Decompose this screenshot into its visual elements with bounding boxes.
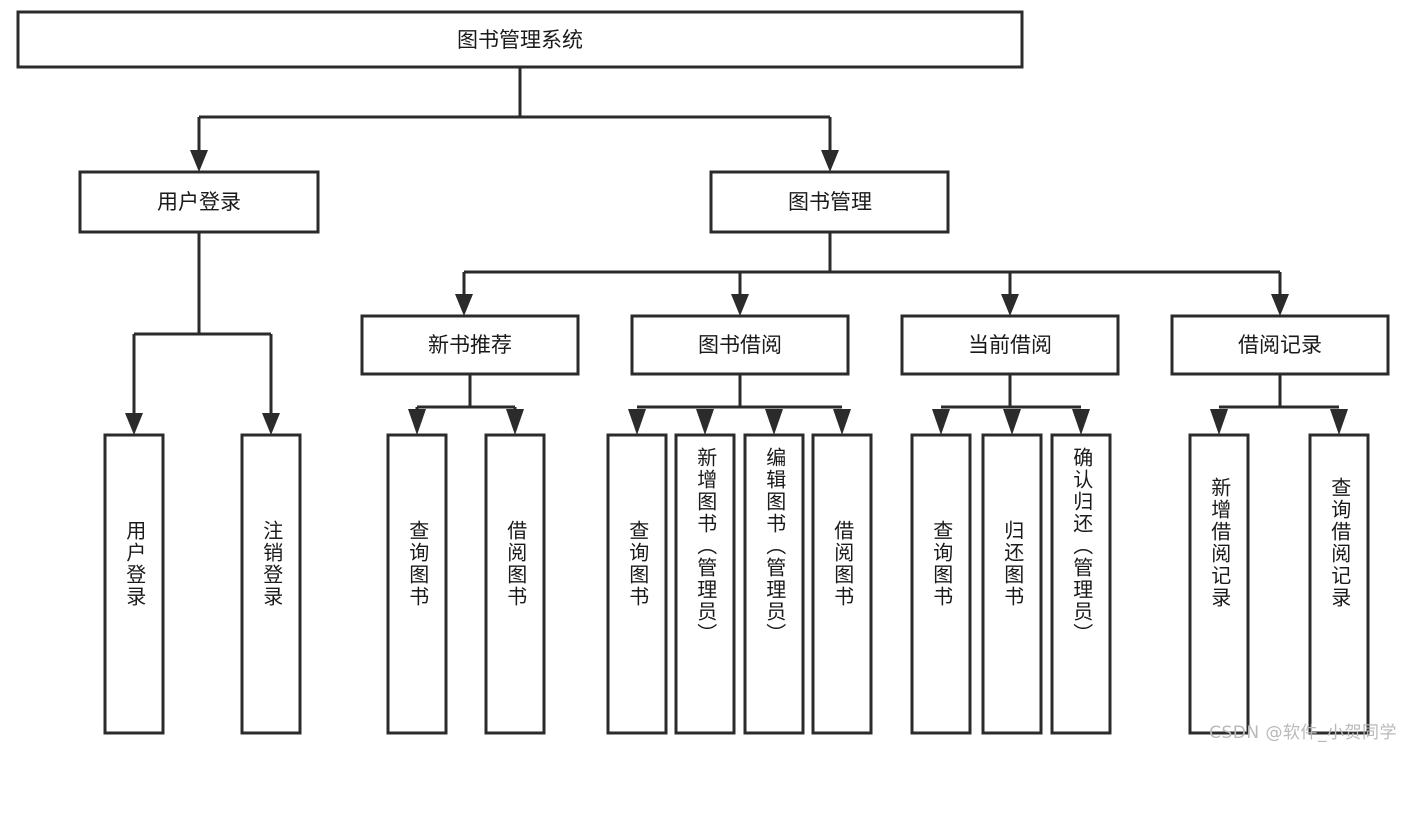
node-book-borrow-label: 图书借阅 — [698, 333, 782, 357]
node-borrow-record[interactable]: 借阅记录 — [1170, 314, 1390, 376]
arrowhead-borrow-record — [1271, 294, 1289, 316]
leaf-boxes — [103, 433, 1370, 735]
connector-group-current-borrow — [932, 374, 1090, 435]
connector-group-book-borrow — [628, 374, 851, 435]
node-root[interactable]: 图书管理系统 — [16, 10, 1024, 69]
arrowhead-leaf-query-book-3 — [932, 409, 950, 435]
leaf-box-borrow-book-1[interactable] — [484, 433, 546, 735]
node-user-login[interactable]: 用户登录 — [78, 170, 320, 234]
node-borrow-record-box[interactable] — [1170, 314, 1390, 376]
connector-group-book-management — [455, 232, 1289, 316]
node-user-login-label: 用户登录 — [157, 190, 241, 214]
node-current-borrow-box[interactable] — [900, 314, 1120, 376]
node-new-book-recommend-box[interactable] — [360, 314, 580, 376]
arrowhead-leaf-return-book — [1003, 409, 1021, 435]
node-book-management-label: 图书管理 — [788, 190, 872, 214]
node-book-borrow-box[interactable] — [630, 314, 850, 376]
leaf-box-query-book-2[interactable] — [606, 433, 668, 735]
arrowhead-new-book-recommend — [455, 294, 473, 316]
arrowhead-leaf-query-book-2 — [628, 409, 646, 435]
arrowhead-leaf-add-book-admin — [696, 409, 714, 435]
arrowhead-leaf-query-borrow-record — [1330, 409, 1348, 435]
node-book-management-box[interactable] — [709, 170, 950, 234]
connector-group-user-login — [125, 232, 280, 435]
leaf-box-return-book[interactable] — [981, 433, 1043, 735]
node-current-borrow-label: 当前借阅 — [968, 333, 1052, 357]
arrowhead-book-management — [821, 150, 839, 172]
arrowhead-book-borrow — [731, 294, 749, 316]
leaf-box-borrow-book-2[interactable] — [811, 433, 873, 735]
arrowhead-leaf-confirm-return-admin — [1072, 409, 1090, 435]
leaf-box-query-book-3[interactable] — [910, 433, 972, 735]
node-user-login-box[interactable] — [78, 170, 320, 234]
connector-group-borrow-record — [1210, 374, 1348, 435]
arrowhead-leaf-user-login — [125, 413, 143, 435]
leaf-box-add-borrow-record[interactable] — [1188, 433, 1250, 735]
arrowhead-current-borrow — [1001, 294, 1019, 316]
node-root-label: 图书管理系统 — [457, 28, 583, 52]
node-new-book-recommend-label: 新书推荐 — [428, 333, 512, 357]
arrowhead-leaf-borrow-book-2 — [833, 409, 851, 435]
leaf-box-edit-book-admin[interactable] — [743, 433, 805, 735]
leaf-box-add-book-admin[interactable] — [674, 433, 736, 735]
flowchart-canvas: 图书管理系统 用户登录 图书管理 新书推荐 图书借阅 当前借阅 借阅记录 — [16, 10, 1397, 743]
arrowhead-leaf-borrow-book-1 — [506, 409, 524, 435]
leaf-box-query-borrow-record[interactable] — [1308, 433, 1370, 735]
leaf-box-query-book-1[interactable] — [386, 433, 448, 735]
arrowhead-user-login — [190, 150, 208, 172]
flowchart-svg: 图书管理系统 用户登录 图书管理 新书推荐 图书借阅 当前借阅 借阅记录 — [16, 10, 1390, 735]
node-book-borrow[interactable]: 图书借阅 — [630, 314, 850, 376]
arrowhead-leaf-add-borrow-record — [1210, 409, 1228, 435]
csdn-watermark: CSDN @软件_小贺同学 — [1209, 723, 1397, 743]
arrowhead-leaf-edit-book-admin — [765, 409, 783, 435]
node-root-box[interactable] — [16, 10, 1024, 69]
leaf-box-confirm-return-admin[interactable] — [1050, 433, 1112, 735]
arrowhead-leaf-query-book-1 — [408, 409, 426, 435]
node-current-borrow[interactable]: 当前借阅 — [900, 314, 1120, 376]
leaf-box-user-logout[interactable] — [240, 433, 302, 735]
arrowhead-leaf-user-logout — [262, 413, 280, 435]
connector-group-new-book-recommend — [408, 374, 524, 435]
node-book-management[interactable]: 图书管理 — [709, 170, 950, 234]
leaf-box-user-login[interactable] — [103, 433, 165, 735]
node-borrow-record-label: 借阅记录 — [1238, 333, 1322, 357]
node-new-book-recommend[interactable]: 新书推荐 — [360, 314, 580, 376]
connector-group-root — [190, 67, 839, 172]
